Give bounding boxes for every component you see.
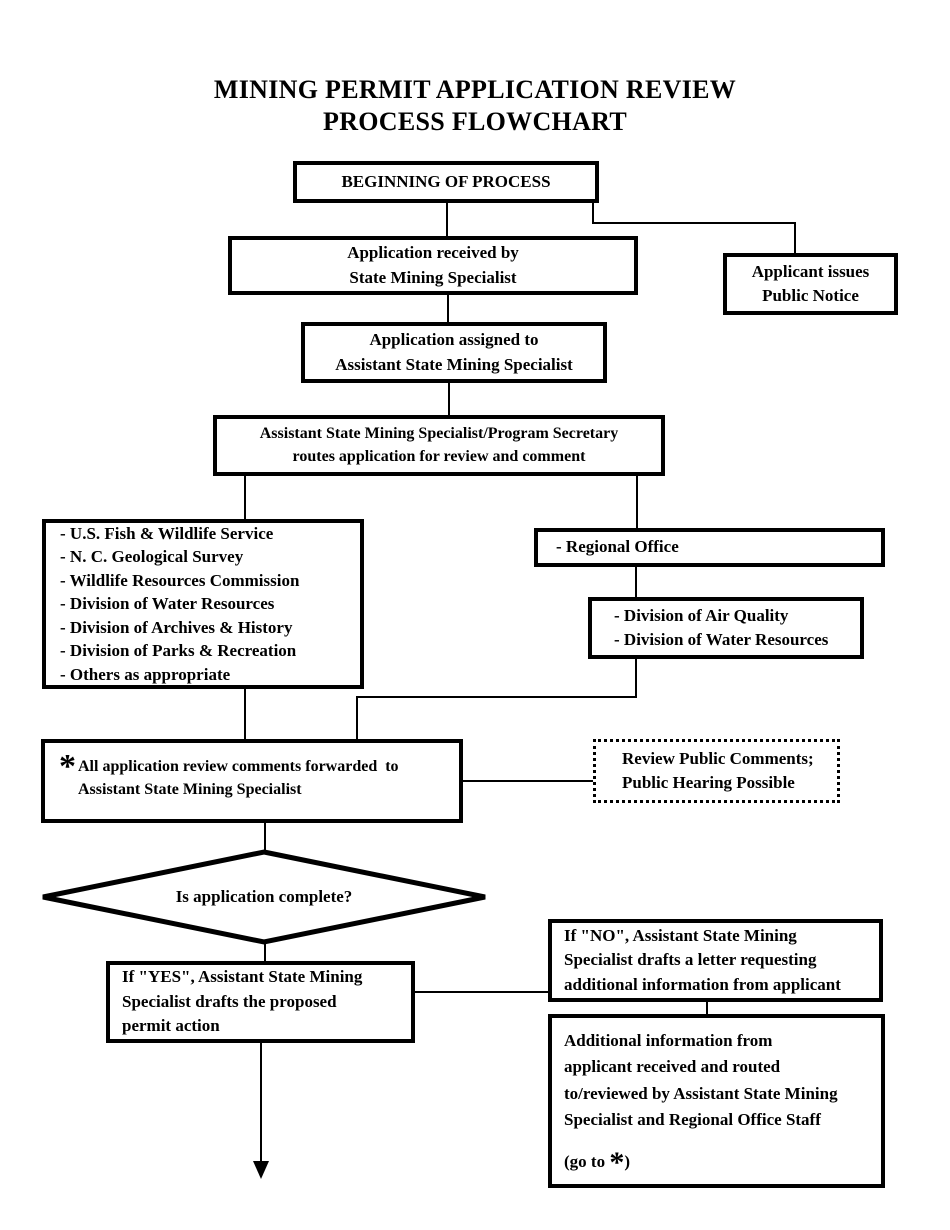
node-yes-label: If "YES", Assistant State Mining Special…	[122, 967, 363, 1036]
connector-comments-to-decision	[264, 823, 266, 851]
connector-routes-to-regional	[636, 476, 638, 528]
node-no-branch: If "NO", Assistant State Mining Speciali…	[548, 919, 883, 1002]
page-title: MINING PERMIT APPLICATION REVIEW PROCESS…	[213, 75, 737, 136]
connector-received-to-assigned	[447, 295, 449, 322]
node-application-received: Application received by State Mining Spe…	[228, 236, 638, 295]
connector-routes-to-agencies	[244, 476, 246, 519]
goto-suffix: )	[624, 1152, 630, 1172]
node-public-comments-label: Review Public Comments; Public Hearing P…	[622, 748, 814, 792]
agencies-list: - U.S. Fish & Wildlife Service - N. C. G…	[60, 523, 300, 684]
node-public-notice-label: Applicant issues Public Notice	[751, 261, 870, 305]
connector-beginning-drop-right	[592, 203, 594, 224]
node-regional-office: - Regional Office	[534, 528, 885, 567]
node-review-agencies-list: - U.S. Fish & Wildlife Service - N. C. G…	[42, 519, 364, 689]
down-arrowhead-icon	[253, 1161, 269, 1179]
node-additional-label: Additional information from applicant re…	[564, 1031, 838, 1130]
connector-divisions-drop	[635, 659, 637, 698]
node-decision-diamond: Is application complete?	[40, 849, 488, 945]
connector-assigned-to-routes	[448, 383, 450, 415]
connector-decision-to-yes	[264, 941, 266, 961]
connector-comments-to-public-comments	[463, 780, 593, 782]
node-comments-label: All application review comments forwarde…	[78, 758, 399, 798]
node-routes-application: Assistant State Mining Specialist/Progra…	[213, 415, 665, 476]
node-regional-label: - Regional Office	[556, 537, 679, 557]
connector-yes-to-no-horizontal	[415, 991, 548, 993]
connector-no-to-additional	[706, 1002, 708, 1014]
connector-regional-to-divisions	[635, 567, 637, 597]
node-divisions-label: - Division of Air Quality - Division of …	[614, 605, 829, 649]
connector-divisions-horizontal	[356, 696, 637, 698]
goto-asterisk: *	[609, 1146, 625, 1180]
node-yes-branch: If "YES", Assistant State Mining Special…	[106, 961, 415, 1043]
connector-agencies-to-comments	[244, 689, 246, 739]
connector-to-public-notice-drop	[794, 222, 796, 253]
node-assigned-label: Application assigned to Assistant State …	[335, 330, 573, 374]
node-no-label: If "NO", Assistant State Mining Speciali…	[564, 925, 841, 994]
node-beginning-label: BEGINNING OF PROCESS	[341, 171, 551, 191]
node-routes-label: Assistant State Mining Specialist/Progra…	[259, 424, 619, 465]
diamond-shape-icon	[42, 849, 486, 945]
node-applicant-public-notice: Applicant issues Public Notice	[723, 253, 898, 315]
node-received-label: Application received by State Mining Spe…	[347, 243, 519, 287]
goto-prefix: (go to	[564, 1152, 610, 1172]
node-application-assigned: Application assigned to Assistant State …	[301, 322, 607, 383]
connector-yes-down-arrow-shaft	[260, 1043, 262, 1163]
node-divisions-list: - Division of Air Quality - Division of …	[588, 597, 864, 659]
node-beginning-of-process: BEGINNING OF PROCESS	[293, 161, 599, 203]
node-decision-label: Is application complete?	[175, 887, 353, 906]
connector-beginning-to-received	[446, 203, 448, 236]
node-additional-information: Additional information from applicant re…	[548, 1014, 885, 1188]
asterisk-marker: *	[59, 748, 76, 785]
connector-to-public-notice-horizontal	[592, 222, 796, 224]
node-review-public-comments: Review Public Comments; Public Hearing P…	[593, 739, 840, 803]
goto-asterisk-line: (go to *)	[564, 1148, 630, 1178]
node-comments-forwarded: * All application review comments forwar…	[41, 739, 463, 823]
connector-divisions-to-comments	[356, 696, 358, 739]
